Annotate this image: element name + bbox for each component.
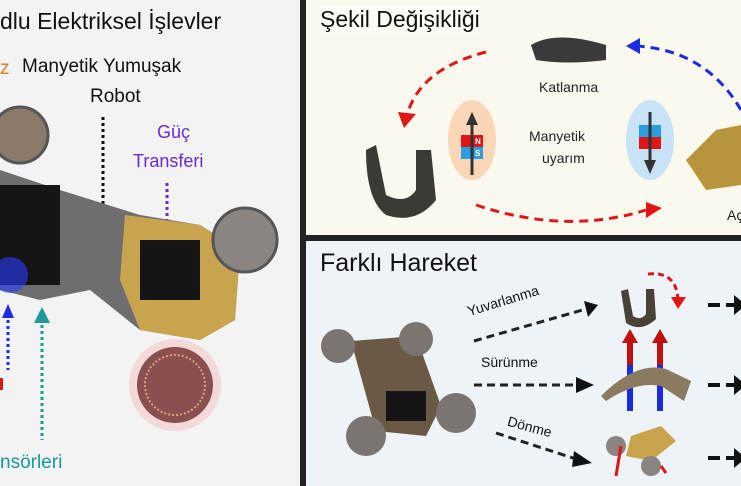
crawling-label: Sürünme [481,354,538,370]
motion-panel: Farklı Hareket Yuvarlanma Sürünme Dönme [306,241,741,486]
panel-title: Şekil Değişikliği [320,6,480,33]
turning-arrow [495,431,577,461]
electrical-functions-panel: dlu Elektriksel İşlevler z Manyetik Yumu… [0,0,300,486]
soft-robot-illustration [0,105,279,440]
orange-label-fragment: z [0,58,10,79]
arrow-up-icon [622,329,638,343]
folding-label: Katlanma [539,79,599,95]
robot-label: Manyetik Yumuşak [22,56,182,77]
teal-arrowhead [34,307,50,323]
rolling-arrow [473,307,587,343]
shape-change-panel: Şekil Değişikliği Katlanma Manyetik uyar… [306,0,741,235]
robot-label-line2: Robot [90,86,141,107]
rolled-robot [366,145,436,218]
excitation-label-line2: uyarım [542,150,585,166]
crawling-robot [601,367,691,401]
opened-robot [686,125,741,190]
power-transfer-label-line2: Transferi [133,151,204,171]
arrow-up-icon [466,112,478,125]
arrow-up-icon [652,329,668,343]
magnet-n-label: N [475,137,481,146]
red-fold-arrow [404,50,487,121]
excitation-label: Manyetik [529,128,586,144]
rolling-robot [621,289,656,328]
blue-arrowhead [2,304,14,318]
sensors-label: nsörleri [0,452,63,473]
continuation-arrows [708,295,741,468]
folded-robot [531,37,606,63]
blue-close-arrow [635,44,741,111]
robot-top-view [321,322,476,456]
power-transfer-label: Güç [157,122,191,142]
magnet-s-label: S [475,149,481,158]
red-open-arrow [475,203,647,223]
arrow-down-icon [644,160,656,174]
panel-title: dlu Elektriksel İşlevler [0,8,222,34]
motion-illustration [321,272,741,477]
opening-label: Aç [727,207,741,223]
panel-title: Farklı Hareket [320,249,477,277]
robot-body [0,105,279,431]
turning-robot [626,426,676,461]
shape-change-illustration [366,37,741,223]
red-marker [0,378,3,390]
